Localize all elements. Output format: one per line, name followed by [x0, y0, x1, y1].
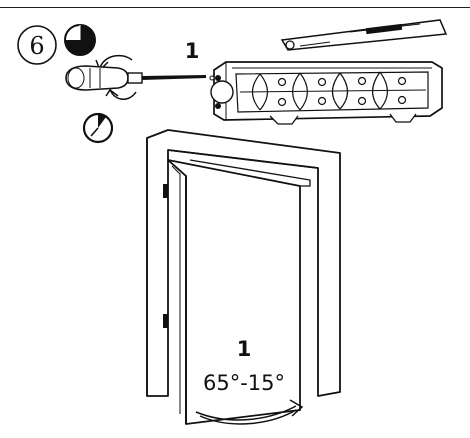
- door-closer-icon: [209, 19, 448, 125]
- screwdriver-icon: [65, 54, 206, 100]
- door-icon: [146, 129, 341, 425]
- step-number: 6: [29, 32, 44, 60]
- top-rule: [0, 7, 470, 8]
- screw-callout-label: 1: [185, 39, 200, 63]
- clock-icon: [82, 112, 114, 144]
- step-badge: 6: [17, 25, 57, 65]
- clock-icon: [64, 24, 96, 56]
- step-circle: [17, 25, 57, 65]
- angle-range-label: 65°-15°: [203, 371, 285, 395]
- door-callout-label: 1: [237, 337, 252, 361]
